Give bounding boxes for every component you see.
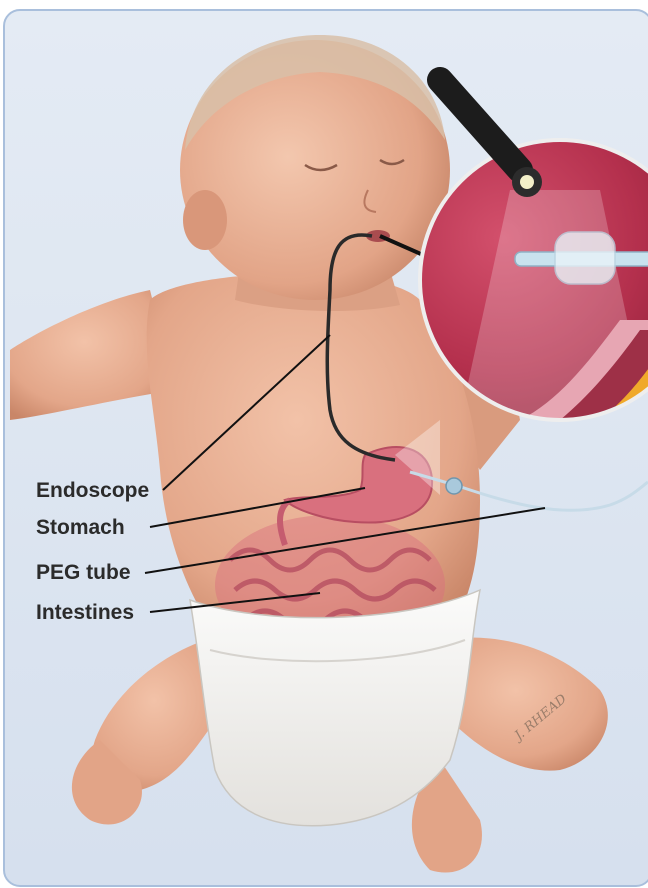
- ear: [183, 190, 227, 250]
- endoscope-label: Endoscope: [36, 480, 149, 501]
- intestines-label: Intestines: [36, 602, 134, 623]
- peg-tube-label: PEG tube: [36, 562, 131, 583]
- peg-tube-bolster: [446, 478, 462, 494]
- stomach-label: Stomach: [36, 517, 125, 538]
